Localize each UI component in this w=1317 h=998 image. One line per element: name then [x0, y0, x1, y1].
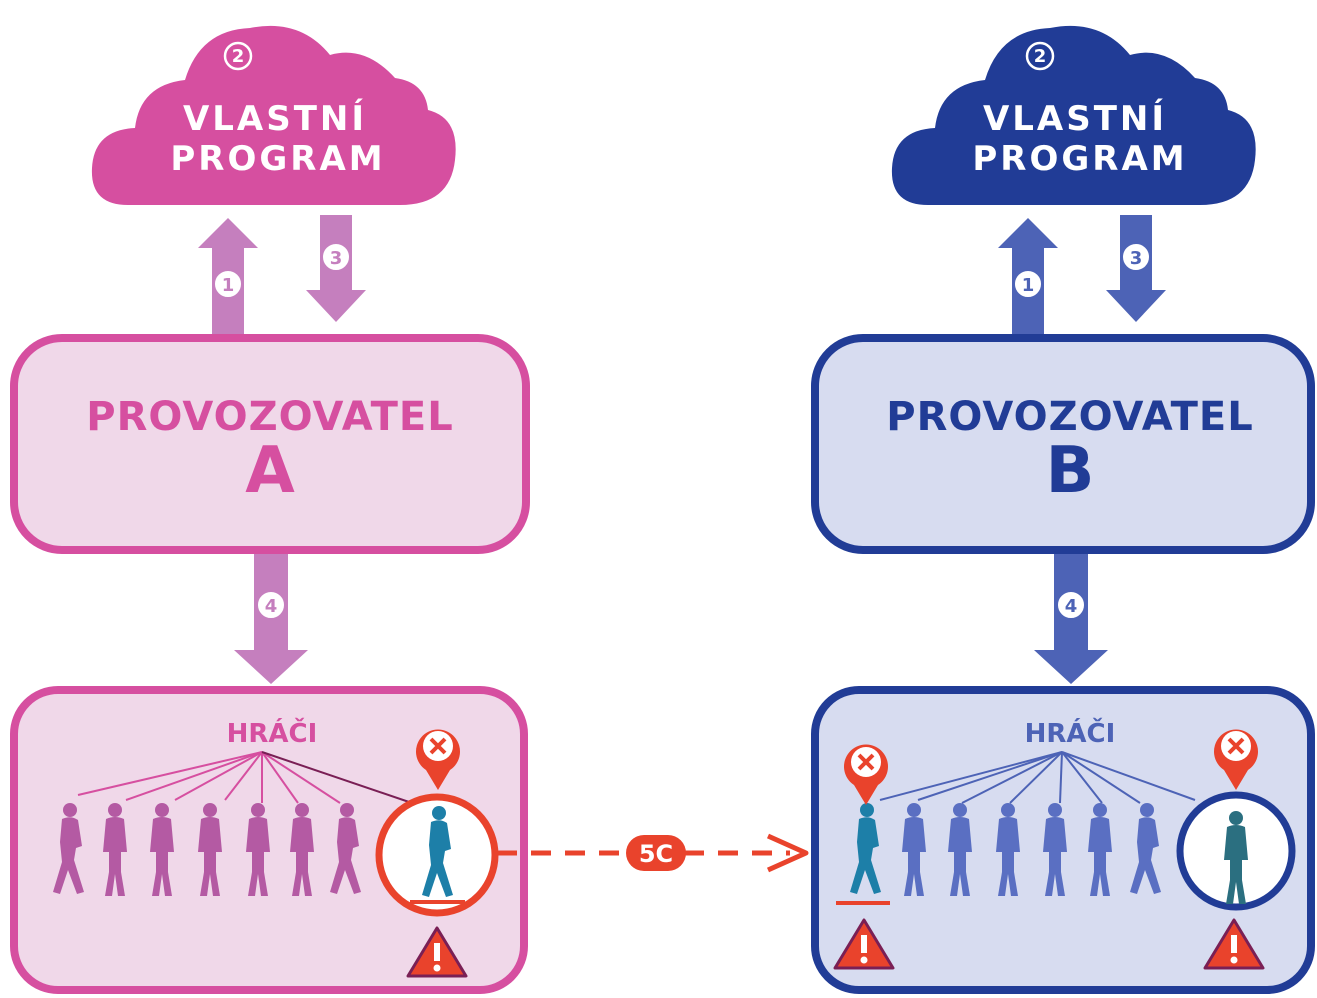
warning-triangle-icon [1203, 918, 1265, 970]
x-pin-icon [844, 744, 889, 805]
right-cloud-shape [891, 25, 1256, 205]
left-step-to-players: 4 [265, 596, 278, 617]
left-cloud-line1: VLASTNÍ [183, 98, 367, 139]
left-arrow-to-players: 4 [234, 554, 308, 684]
right-cloud-line2: PROGRAM [972, 139, 1187, 179]
transfer-badge [626, 835, 686, 871]
right-cloud-step-circle [1025, 41, 1055, 71]
left-operator-title: PROVOZOVATEL [86, 394, 453, 440]
right-cloud: 2 VLASTNÍ PROGRAM [891, 25, 1256, 205]
right-arrow-down: 3 [1106, 215, 1166, 322]
right-arrow-to-players: 4 [1034, 554, 1108, 684]
transfer-link: 5C [497, 833, 809, 873]
x-pin-icon [1214, 729, 1259, 790]
left-cloud-step-circle [223, 41, 253, 71]
left-player-lines [77, 751, 413, 804]
right-players-label: HRÁČI [1025, 717, 1116, 749]
warning-triangle-icon [833, 918, 895, 970]
left-cloud-step: 2 [232, 46, 245, 67]
left-cloud: 2 VLASTNÍ PROGRAM [91, 25, 456, 205]
left-arrow-up: 1 [198, 218, 258, 335]
right-operator-box: PROVOZOVATEL B [811, 334, 1315, 554]
left-cloud-line2: PROGRAM [170, 139, 385, 179]
right-operator-letter: B [1046, 434, 1095, 508]
right-operator-title: PROVOZOVATEL [886, 394, 1253, 440]
right-step-up: 1 [1022, 275, 1035, 296]
right-arrow-up: 1 [998, 218, 1058, 335]
right-step-to-players: 4 [1065, 596, 1078, 617]
left-operator-box: PROVOZOVATEL A [10, 334, 530, 554]
warning-triangle-icon [406, 926, 468, 978]
left-cloud-shape [91, 25, 456, 205]
left-step-up: 1 [222, 275, 235, 296]
right-step-down: 3 [1130, 248, 1143, 269]
left-players-label: HRÁČI [227, 717, 318, 749]
left-operator-letter: A [245, 434, 295, 508]
x-pin-icon [416, 729, 461, 790]
right-players-box: HRÁČI [811, 686, 1315, 994]
left-step-down: 3 [330, 248, 343, 269]
transfer-arrowhead [766, 833, 809, 873]
left-arrow-down: 3 [306, 215, 366, 322]
transfer-label: 5C [639, 840, 673, 868]
right-player-lines [879, 751, 1196, 804]
right-cloud-line1: VLASTNÍ [983, 98, 1167, 139]
left-players-box: HRÁČI [10, 686, 528, 994]
right-cloud-step: 2 [1034, 46, 1047, 67]
